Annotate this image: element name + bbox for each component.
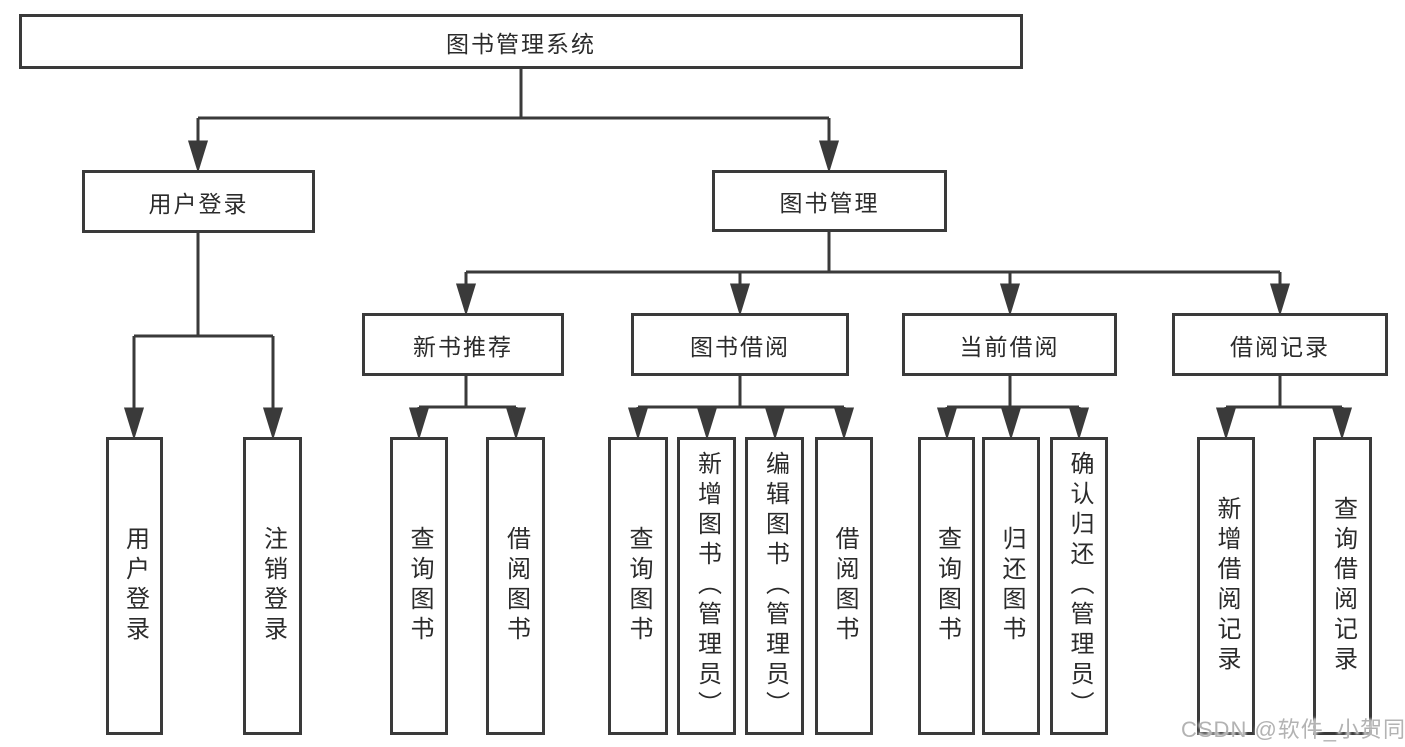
- csdn-watermark: CSDN @软件_小贺同学: [1181, 717, 1405, 742]
- leaf-records-add-record: 新增借阅记录: [1197, 437, 1255, 735]
- node-library-system: 图书管理系统: [19, 14, 1023, 69]
- node-borrow-records-label: 借阅记录: [1230, 333, 1330, 360]
- node-book-management-label: 图书管理: [779, 190, 880, 216]
- node-current-borrow-label: 当前借阅: [959, 333, 1060, 360]
- node-library-system-label: 图书管理系统: [446, 30, 596, 57]
- node-borrow-records: 借阅记录: [1172, 313, 1388, 376]
- leaf-logout-label: 注销登录: [259, 526, 287, 646]
- leaf-borrow-borrow-books-label: 借阅图书: [831, 526, 858, 646]
- node-book-borrow: 图书借阅: [631, 313, 849, 376]
- node-user-login-label: 用户登录: [148, 190, 249, 217]
- leaf-recommend-query-books: 查询图书: [390, 437, 448, 735]
- leaf-current-query-books-label: 查询图书: [933, 526, 961, 646]
- node-book-management: 图书管理: [712, 170, 947, 232]
- leaf-records-add-record-label: 新增借阅记录: [1213, 496, 1240, 676]
- node-new-book-recommend-label: 新书推荐: [413, 333, 513, 360]
- leaf-current-confirm-return-admin-label: 确认归还（管理员）: [1066, 451, 1093, 721]
- leaf-current-return-books-label: 归还图书: [998, 526, 1025, 646]
- leaf-records-query-record: 查询借阅记录: [1313, 437, 1372, 735]
- leaf-current-query-books: 查询图书: [918, 437, 975, 735]
- leaf-borrow-query-books: 查询图书: [608, 437, 668, 735]
- leaf-user-login: 用户登录: [106, 437, 163, 735]
- leaf-recommend-borrow-books: 借阅图书: [486, 437, 545, 735]
- leaf-records-query-record-label: 查询借阅记录: [1329, 496, 1357, 676]
- node-book-borrow-label: 图书借阅: [690, 333, 790, 360]
- node-current-borrow: 当前借阅: [902, 313, 1117, 376]
- leaf-recommend-query-books-label: 查询图书: [406, 526, 433, 646]
- leaf-borrow-add-books-admin: 新增图书（管理员）: [677, 437, 736, 735]
- leaf-borrow-add-books-admin-label: 新增图书（管理员）: [693, 451, 721, 721]
- node-user-login: 用户登录: [82, 170, 315, 233]
- leaf-recommend-borrow-books-label: 借阅图书: [502, 526, 530, 646]
- leaf-current-return-books: 归还图书: [982, 437, 1040, 735]
- node-new-book-recommend: 新书推荐: [362, 313, 564, 376]
- leaf-current-confirm-return-admin: 确认归还（管理员）: [1050, 437, 1108, 735]
- leaf-user-login-label: 用户登录: [121, 526, 149, 646]
- leaf-borrow-edit-books-admin: 编辑图书（管理员）: [745, 437, 804, 735]
- leaf-borrow-query-books-label: 查询图书: [625, 526, 652, 646]
- leaf-logout: 注销登录: [243, 437, 302, 735]
- leaf-borrow-edit-books-admin-label: 编辑图书（管理员）: [761, 451, 789, 721]
- leaf-borrow-borrow-books: 借阅图书: [815, 437, 873, 735]
